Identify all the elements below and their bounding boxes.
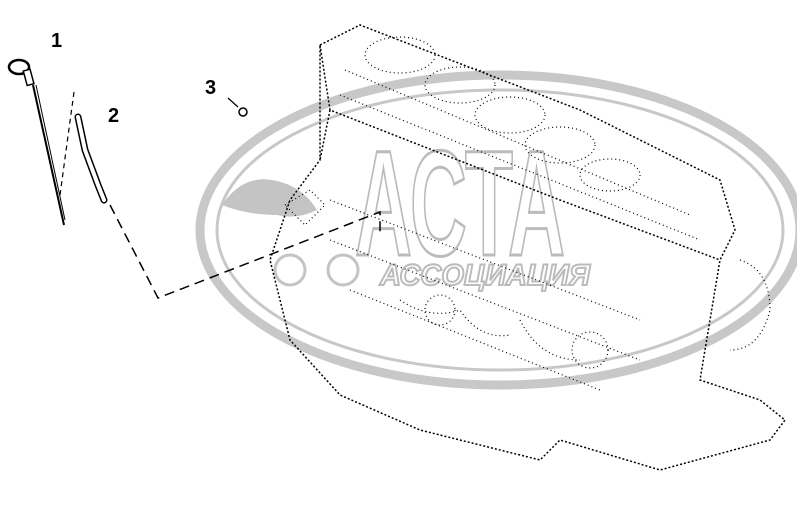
boar-logo-icon [222,179,317,217]
watermark-inner-ellipse [215,88,785,372]
wheel-icon [326,253,360,287]
dipstick [7,58,66,226]
leader-line [109,204,381,299]
watermark-ellipse [195,70,797,390]
callout-2: 2 [108,105,119,127]
callout-1: 1 [51,30,62,52]
callout-3: 3 [205,77,216,99]
engine-block [269,24,787,471]
leader-line [59,91,75,196]
watermark: АСТА АССОЦИАЦИЯ [195,70,797,390]
wheel-icon [273,253,307,287]
watermark-title: АСТА [355,119,565,287]
watermark-subtitle: АССОЦИАЦИЯ [379,259,591,292]
dipstick-tube [74,113,108,204]
bolt [227,97,248,117]
